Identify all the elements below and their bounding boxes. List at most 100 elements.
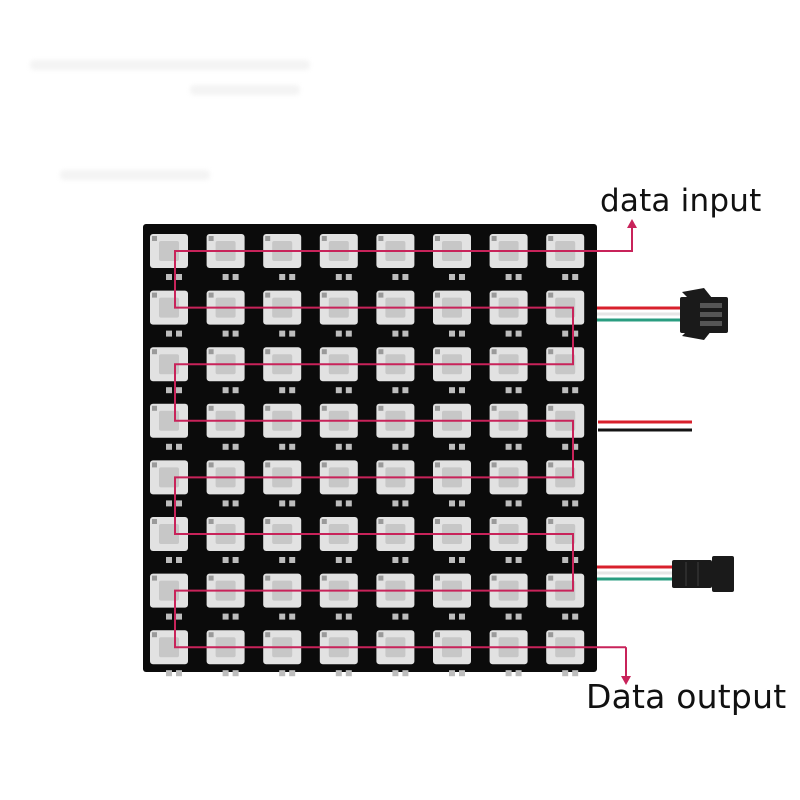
pad <box>166 613 172 620</box>
output-connector-housing <box>712 556 734 592</box>
capacitor-pad <box>505 387 522 394</box>
pad <box>176 443 182 450</box>
led-pin-mark <box>378 236 384 241</box>
capacitor-pad <box>335 613 352 620</box>
pad <box>345 670 352 677</box>
led-pin-mark <box>491 292 497 298</box>
led-pin-mark <box>548 292 554 298</box>
capacitor-pad <box>562 557 579 563</box>
capacitor-pad <box>166 500 182 507</box>
pad <box>345 274 352 280</box>
led-pin-mark <box>265 236 271 241</box>
pad <box>572 557 579 563</box>
led-pin-mark <box>208 632 214 638</box>
led-pin-mark <box>378 462 384 468</box>
led-pin-mark <box>435 519 440 524</box>
pad <box>166 557 172 563</box>
pad <box>402 557 409 563</box>
capacitor-pad <box>449 387 465 394</box>
capacitor-pad <box>505 274 522 280</box>
pad <box>449 387 455 394</box>
led-pin-mark <box>265 632 271 638</box>
led-pin-mark <box>378 292 384 298</box>
capacitor-pad <box>166 670 182 677</box>
pad <box>345 613 352 620</box>
pad <box>572 274 579 280</box>
led-pin-mark <box>265 349 271 355</box>
pad <box>459 443 465 450</box>
pad <box>515 330 522 337</box>
led-pin-mark <box>265 405 271 411</box>
led-pin-mark <box>491 575 497 581</box>
capacitor-pad <box>505 500 522 507</box>
pad <box>505 670 512 677</box>
pad <box>459 330 465 337</box>
pad <box>335 274 342 280</box>
pad <box>392 613 399 620</box>
capacitor-pad <box>449 500 465 507</box>
pad <box>345 500 352 507</box>
pad <box>515 274 522 280</box>
led-pin-mark <box>548 349 554 355</box>
led-pin-mark <box>208 575 214 581</box>
pad <box>345 443 352 450</box>
pad <box>392 557 399 563</box>
pad <box>459 670 465 677</box>
pad <box>392 443 399 450</box>
capacitor-pad <box>562 330 579 337</box>
pad <box>572 387 579 394</box>
arrow-up-icon <box>627 219 637 228</box>
pad <box>289 670 296 677</box>
pad <box>562 443 569 450</box>
output-connector-housing <box>672 560 712 588</box>
led-pin-mark <box>548 236 554 241</box>
pad <box>505 330 512 337</box>
capacitor-pad <box>392 443 409 450</box>
pad <box>562 557 569 563</box>
data-output-label: Data output <box>586 677 787 716</box>
pad <box>402 613 409 620</box>
pad <box>279 443 286 450</box>
pad <box>402 500 409 507</box>
pad <box>335 613 342 620</box>
capacitor-pad <box>279 387 296 394</box>
capacitor-pad <box>392 557 409 563</box>
led-pin-mark <box>208 236 214 241</box>
led-pin-mark <box>152 236 157 241</box>
led-pin-mark <box>548 575 554 581</box>
pad <box>279 387 286 394</box>
pad <box>176 387 182 394</box>
pad <box>232 557 239 563</box>
pad <box>232 274 239 280</box>
capacitor-pad <box>562 274 579 280</box>
pad <box>335 387 342 394</box>
pad <box>402 443 409 450</box>
pad <box>176 613 182 620</box>
capacitor-pad <box>505 557 522 563</box>
pad <box>279 557 286 563</box>
pad <box>222 443 229 450</box>
capacitor-pad <box>279 330 296 337</box>
input-connector <box>680 288 728 340</box>
pad <box>449 557 455 563</box>
pad <box>289 330 296 337</box>
led-pin-mark <box>152 462 157 468</box>
pad <box>392 330 399 337</box>
pad <box>289 500 296 507</box>
pad <box>279 274 286 280</box>
input-callout-line <box>573 226 633 252</box>
capacitor-pad <box>505 613 522 620</box>
led-pin-mark <box>321 349 327 355</box>
capacitor-pad <box>392 500 409 507</box>
pad <box>459 557 465 563</box>
pad <box>515 613 522 620</box>
pad <box>515 670 522 677</box>
wires <box>596 306 692 581</box>
led-pin-mark <box>152 575 157 581</box>
pad <box>402 670 409 677</box>
capacitor-pad <box>279 274 296 280</box>
pad <box>232 330 239 337</box>
data-input-label: data input <box>600 183 762 219</box>
led-pin-mark <box>378 575 384 581</box>
